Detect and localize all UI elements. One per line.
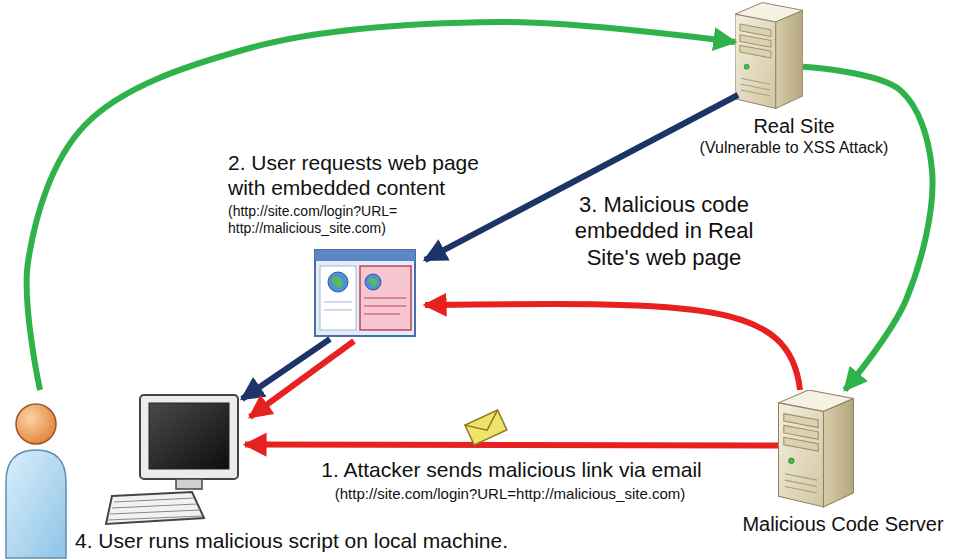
node-caption: Real Site(Vulnerable to XSS Attack): [669, 114, 919, 157]
node-title: Malicious Code Server: [723, 512, 960, 536]
url-label: (http://site.com/login?URL= http://malic…: [228, 203, 438, 237]
user-figure: [6, 404, 66, 558]
user-computer-node: 4. User runs malicious script on local m…: [5, 390, 245, 520]
node-subtitle: (Vulnerable to XSS Attack): [669, 138, 919, 157]
email-link-arrow: [245, 442, 778, 449]
malicious-code-arrow: [250, 304, 800, 417]
server-node: Real Site(Vulnerable to XSS Attack): [735, 2, 803, 110]
node-caption: 4. User runs malicious script on local m…: [75, 528, 635, 553]
node-title: 4. User runs malicious script on local m…: [75, 528, 635, 553]
step-label: 3. Malicious code embedded in Real Site'…: [558, 192, 770, 271]
node-title: Real Site: [669, 114, 919, 138]
url-label: (http://site.com/login?URL=http://malici…: [300, 485, 720, 503]
step-label: 1. Attacker sends malicious link via ema…: [278, 457, 746, 482]
step-label: 2. User requests web page with embedded …: [228, 150, 518, 200]
node-caption: Malicious Code Server: [723, 512, 960, 536]
computer-icon: [106, 395, 238, 524]
envelope-icon: [465, 410, 507, 445]
server-icon: [735, 3, 803, 109]
server-node: Malicious Code Server: [778, 390, 854, 508]
server-icon: [778, 390, 853, 507]
browser-window-icon: [315, 250, 415, 336]
